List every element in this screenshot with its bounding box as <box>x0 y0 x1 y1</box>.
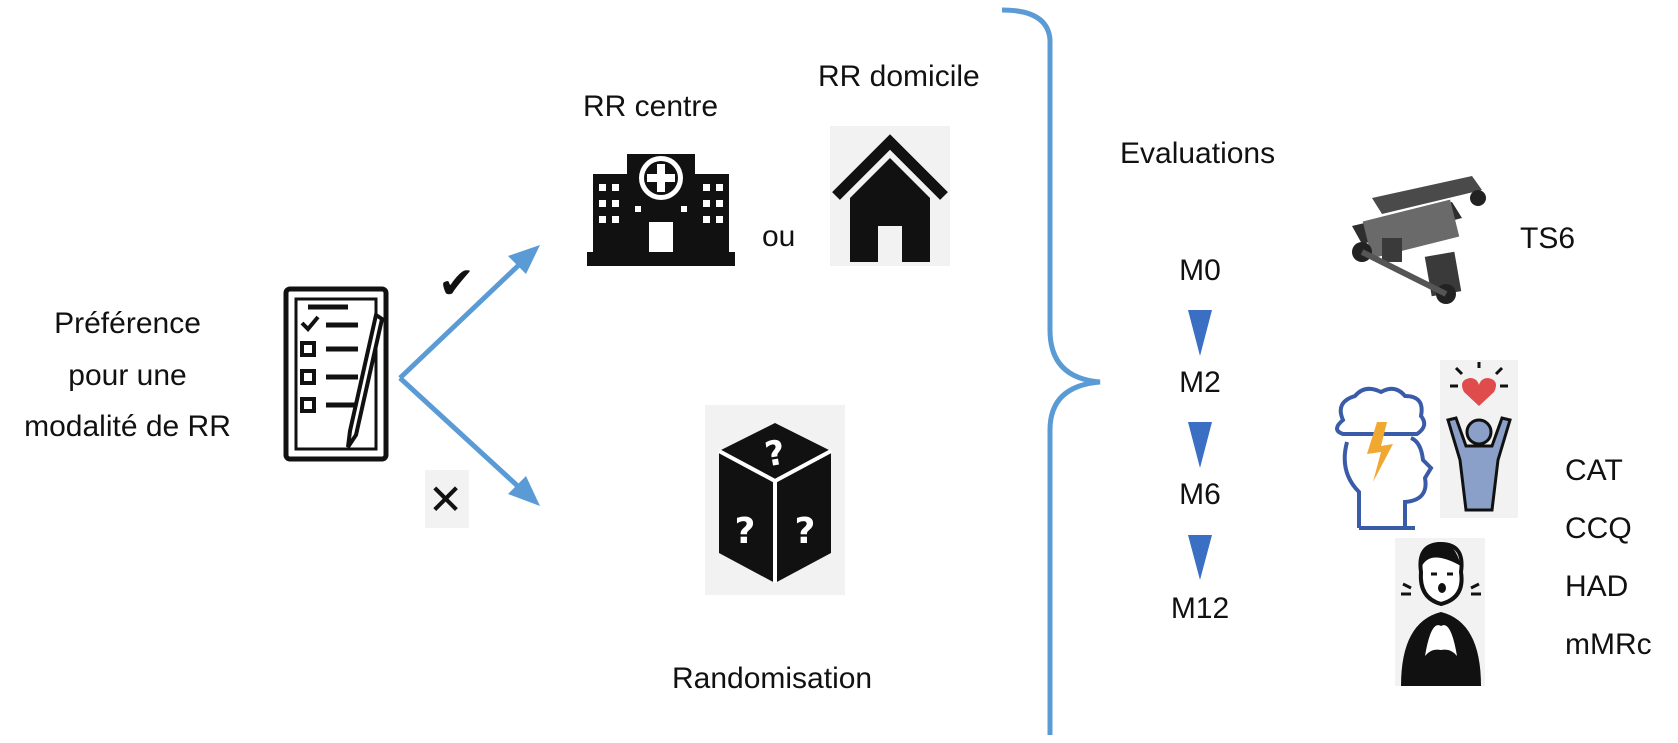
timepoint-m2: M2 <box>1179 366 1221 399</box>
timepoint-m0: M0 <box>1179 254 1221 287</box>
questionnaire-ccq: CCQ <box>1565 512 1632 545</box>
cross-mark-tile <box>425 470 469 528</box>
evaluation-brace <box>1001 7 1101 735</box>
cross-mark-icon: ✕ <box>428 475 464 524</box>
checklist-icon <box>283 286 389 462</box>
preference-line-2: pour une <box>68 358 187 392</box>
preference-label: Préférence pour une modalité de RR <box>20 305 235 446</box>
timeline-arrow-1 <box>1188 310 1212 356</box>
questionnaire-had: HAD <box>1565 570 1629 603</box>
arrow-no <box>398 376 524 492</box>
check-mark-icon: ✔ <box>438 258 475 309</box>
svg-text:?: ? <box>795 511 816 552</box>
timeline-arrow-3 <box>1188 535 1212 580</box>
rr-centre-label: RR centre <box>583 90 719 123</box>
arrow-yes <box>398 260 524 380</box>
dice-icon: ? ? ? <box>718 423 832 583</box>
connector-ou: ou <box>762 220 796 253</box>
questionnaire-mmrc: mMRc <box>1565 628 1652 661</box>
arrow-no-head <box>508 476 540 506</box>
svg-text:?: ? <box>735 511 756 552</box>
ts6-label: TS6 <box>1520 222 1576 255</box>
stepper-icon <box>1352 176 1486 304</box>
rr-domicile-label: RR domicile <box>818 60 980 93</box>
evaluations-title: Evaluations <box>1120 137 1276 170</box>
preference-line-1: Préférence <box>54 307 201 340</box>
timepoint-m6: M6 <box>1179 478 1221 511</box>
timeline-arrow-2 <box>1188 422 1212 468</box>
wellbeing-person-icon <box>1446 362 1512 512</box>
dyspnea-person-icon <box>1401 541 1481 686</box>
hospital-icon <box>587 154 735 266</box>
arrow-yes-head <box>508 245 540 274</box>
randomisation-label: Randomisation <box>672 662 873 695</box>
home-icon <box>832 134 948 262</box>
preference-line-3: modalité de RR <box>24 410 231 443</box>
head-stress-icon <box>1335 386 1434 530</box>
timepoint-m12: M12 <box>1170 592 1230 625</box>
questionnaire-cat: CAT <box>1565 454 1623 487</box>
